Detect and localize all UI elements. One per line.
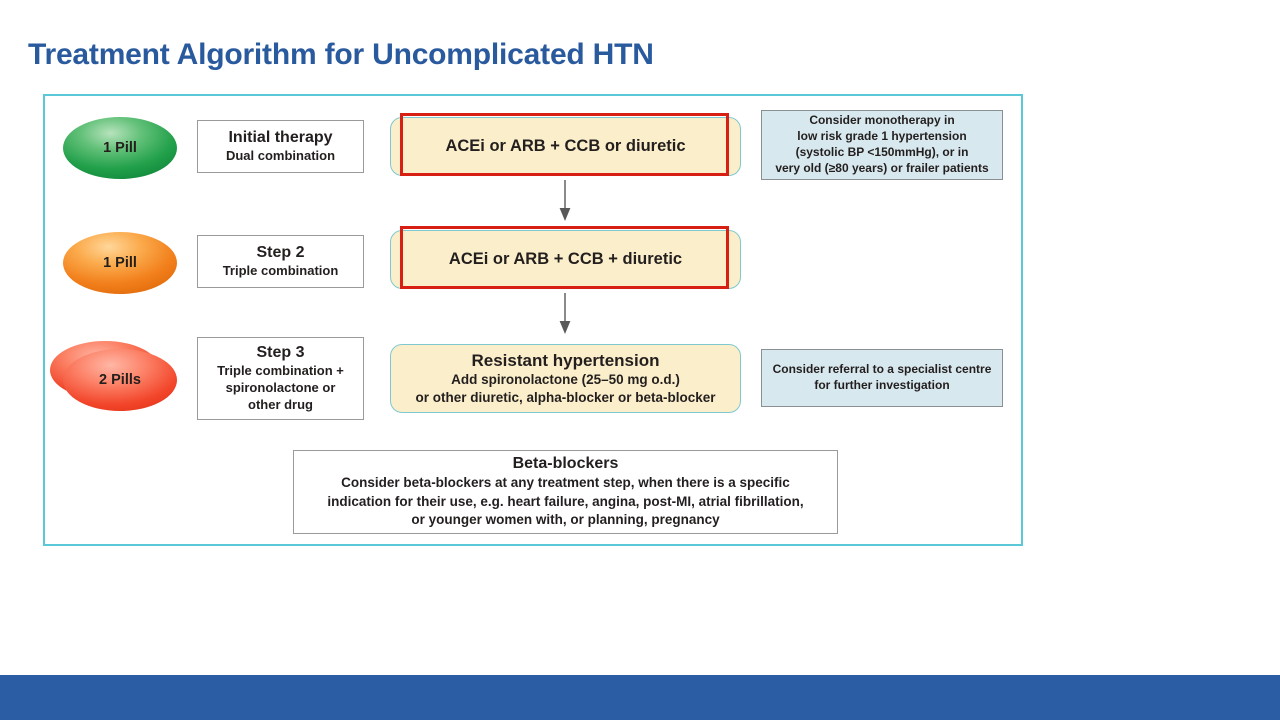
beta-blockers-line: indication for their use, e.g. heart fai… (327, 493, 804, 509)
therapy-text-row2: ACEi or ARB + CCB + diuretic (448, 249, 683, 268)
step-subtitle-line: spironolactone or (225, 380, 336, 396)
note-line: Consider monotherapy in (809, 113, 955, 128)
note-line: Consider referral to a specialist centre (772, 362, 992, 377)
therapy-text-row1: ACEi or ARB + CCB or diuretic (445, 136, 686, 155)
note-box-row1: Consider monotherapy in low risk grade 1… (761, 110, 1003, 180)
step-subtitle-row2: Triple combination (222, 263, 339, 279)
algorithm-figure-frame: 1 Pill Initial therapy Dual combination … (43, 94, 1023, 546)
step-subtitle-line: other drug (248, 397, 313, 413)
step-title-row3: Step 3 (256, 344, 305, 362)
therapy-line: or other diuretic, alpha-blocker or beta… (415, 389, 716, 405)
pill-icon-row1: 1 Pill (63, 117, 177, 179)
pill-icon-row2: 1 Pill (63, 232, 177, 294)
pill-label-row3: 2 Pills (99, 372, 141, 388)
pill-label-row1: 1 Pill (103, 140, 137, 156)
bottom-banner (0, 675, 1280, 720)
note-box-row3: Consider referral to a specialist centre… (761, 349, 1003, 407)
step-box-row1: Initial therapy Dual combination (197, 120, 364, 173)
step-title-row2: Step 2 (256, 243, 305, 261)
pill-red-front-icon: 2 Pills (63, 349, 177, 411)
arrow-step1-to-step2 (558, 180, 572, 222)
note-line: low risk grade 1 hypertension (797, 129, 967, 144)
arrow-step2-to-step3 (558, 293, 572, 335)
arrow-down-icon (559, 293, 571, 334)
beta-blockers-line: or younger women with, or planning, preg… (411, 512, 720, 528)
note-line: very old (≥80 years) or frailer patients (775, 160, 989, 175)
beta-blockers-box: Beta-blockers Consider beta-blockers at … (293, 450, 838, 534)
therapy-heading-row3: Resistant hypertension (471, 350, 660, 370)
therapy-box-row3: Resistant hypertension Add spironolacton… (390, 344, 741, 413)
therapy-box-row1: ACEi or ARB + CCB or diuretic (390, 117, 741, 176)
beta-blockers-line: Consider beta-blockers at any treatment … (341, 475, 790, 491)
step-box-row2: Step 2 Triple combination (197, 235, 364, 288)
pill-green-icon: 1 Pill (63, 117, 177, 179)
pill-label-row2: 1 Pill (103, 255, 137, 271)
beta-blockers-title: Beta-blockers (512, 455, 619, 473)
arrow-down-icon (559, 180, 571, 221)
note-line: (systolic BP <150mmHg), or in (795, 145, 969, 159)
page-title: Treatment Algorithm for Uncomplicated HT… (28, 38, 654, 71)
note-line: for further investigation (814, 378, 950, 392)
step-box-row3: Step 3 Triple combination + spironolacto… (197, 337, 364, 420)
step-title-row1: Initial therapy (228, 128, 333, 146)
step-subtitle-row1: Dual combination (225, 148, 336, 164)
therapy-line: Add spironolactone (25–50 mg o.d.) (451, 372, 680, 388)
therapy-box-row2: ACEi or ARB + CCB + diuretic (390, 230, 741, 289)
pill-icon-row3: 2 Pills (50, 341, 177, 411)
pill-orange-icon: 1 Pill (63, 232, 177, 294)
step-subtitle-line: Triple combination + (217, 363, 344, 379)
